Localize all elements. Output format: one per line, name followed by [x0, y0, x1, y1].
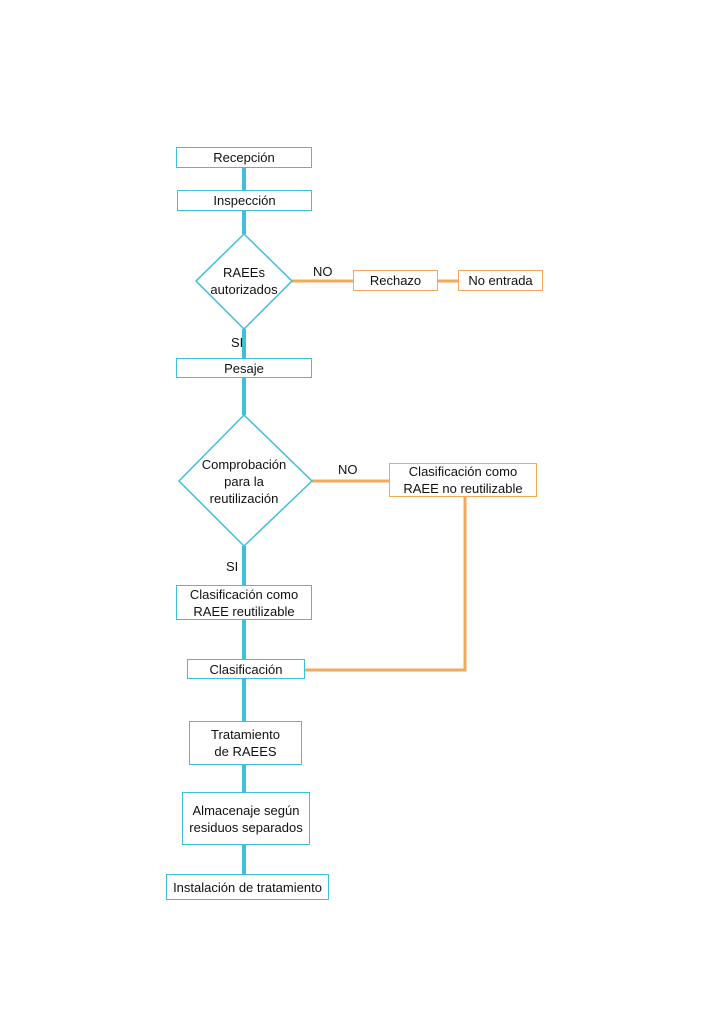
- edge-label-no-raees: NO: [313, 264, 333, 279]
- node-comprobacion: Comprobación para la reutilización: [201, 456, 287, 506]
- node-no-reutilizable: Clasificación como RAEE no reutilizable: [389, 463, 537, 497]
- node-rechazo: Rechazo: [353, 270, 438, 291]
- node-clasificacion: Clasificación: [187, 659, 305, 679]
- node-tratamiento: Tratamiento de RAEES: [189, 721, 302, 765]
- node-no-entrada: No entrada: [458, 270, 543, 291]
- node-almacenaje: Almacenaje según residuos separados: [182, 792, 310, 845]
- edge-label-si-raees: SI: [231, 335, 244, 350]
- node-instalacion: Instalación de tratamiento: [166, 874, 329, 900]
- connector-noreutilizable-clasificacion: [305, 497, 467, 672]
- edge-label-no-comprobacion: NO: [338, 462, 358, 477]
- node-inspeccion: Inspección: [177, 190, 312, 211]
- decision-diamond-raees: [194, 232, 294, 331]
- decision-diamond-comprobacion: [177, 413, 314, 548]
- edge-label-si-comprobacion: SI: [226, 559, 239, 574]
- node-raees-autorizados: RAEEs autorizados: [210, 265, 278, 297]
- node-reutilizable: Clasificación como RAEE reutilizable: [176, 585, 312, 620]
- node-pesaje: Pesaje: [176, 358, 312, 378]
- node-recepcion: Recepción: [176, 147, 312, 168]
